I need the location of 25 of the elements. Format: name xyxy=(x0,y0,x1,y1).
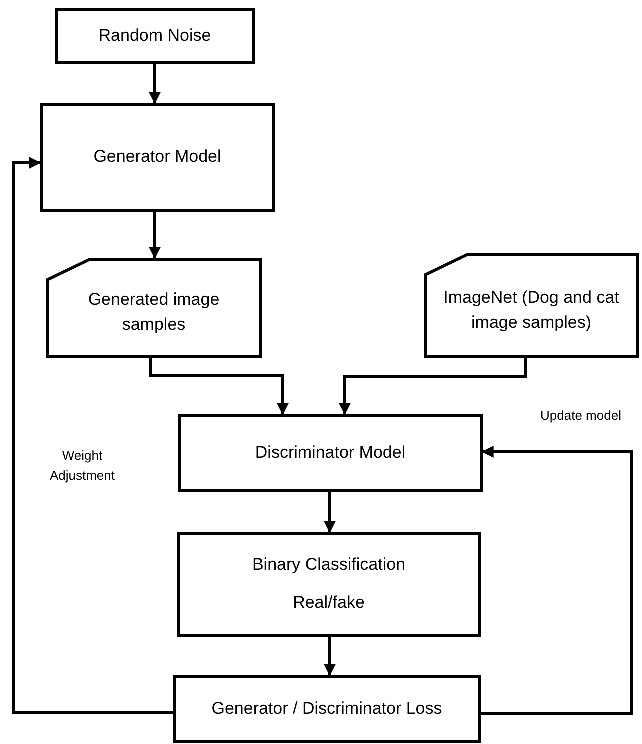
process-box xyxy=(40,103,275,212)
node-text: Random Noise xyxy=(98,24,212,47)
card-shape-box xyxy=(46,258,262,358)
arrow xyxy=(149,64,161,104)
arrow xyxy=(339,358,527,416)
edge-label: Update model xyxy=(540,407,622,425)
arrow xyxy=(149,212,161,260)
node-text: ImageNet (Dog and cat image samples) xyxy=(442,286,620,334)
arrow xyxy=(324,492,336,534)
process-box xyxy=(173,675,481,743)
node-text: Binary Classification xyxy=(252,554,406,576)
card-shape-box xyxy=(424,253,639,358)
arrow xyxy=(324,637,336,676)
arrow xyxy=(150,358,289,416)
process-box xyxy=(55,8,255,64)
node-text: Real/fake xyxy=(293,592,365,614)
node-text: Generator Model xyxy=(94,146,222,168)
node-text: Generator / Discriminator Loss xyxy=(212,698,442,720)
arrow xyxy=(12,157,173,714)
arrow xyxy=(481,446,634,716)
node-text: Discriminator Model xyxy=(255,442,406,464)
process-box xyxy=(178,414,483,492)
node-text: Generated image samples xyxy=(87,289,221,336)
process-box xyxy=(177,532,481,637)
edge-label: Weight Adjustment xyxy=(48,447,116,485)
